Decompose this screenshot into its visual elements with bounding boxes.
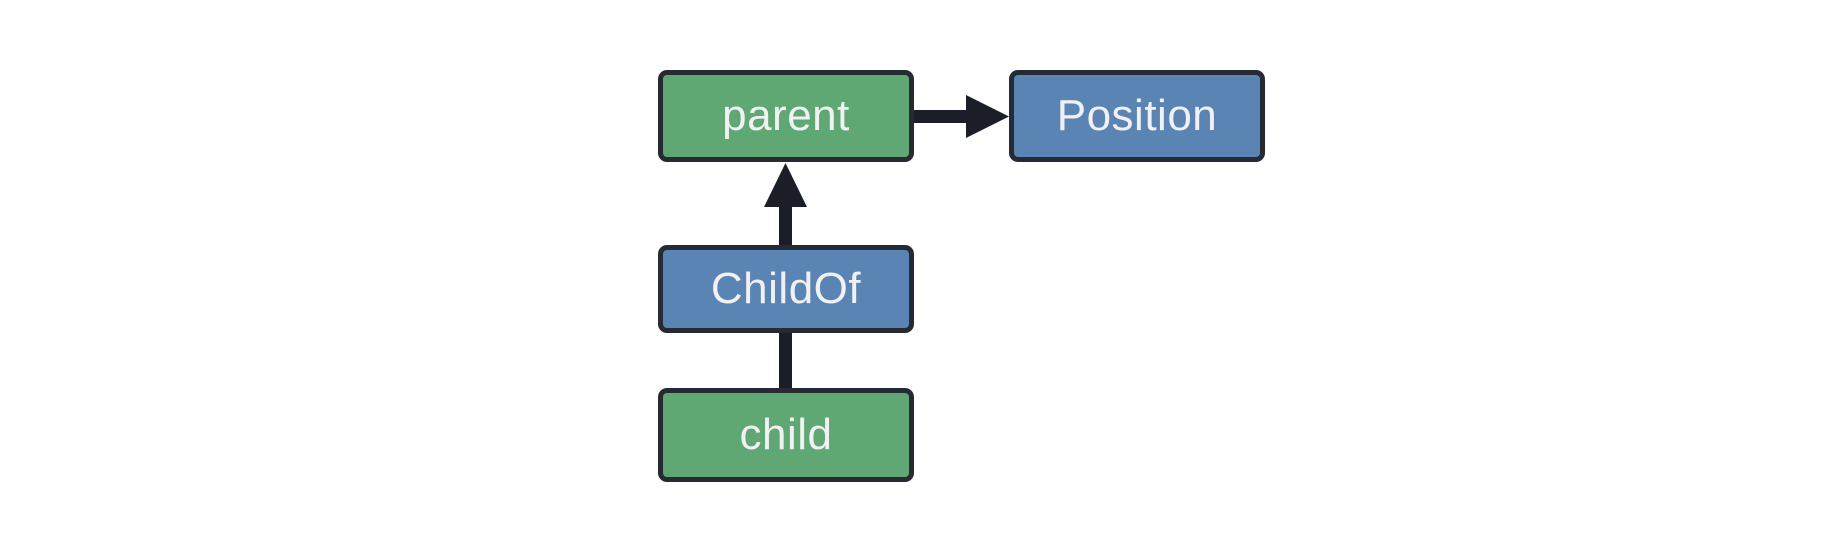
- node-position: Position: [1009, 70, 1265, 162]
- node-position-label: Position: [1056, 91, 1218, 140]
- node-child-label: child: [739, 410, 833, 459]
- node-childof: ChildOf: [658, 245, 914, 333]
- arrow-childof-to-parent: [764, 163, 807, 247]
- node-childof-label: ChildOf: [710, 264, 862, 313]
- node-parent-label: parent: [722, 91, 850, 140]
- connector-child-to-childof: [779, 331, 792, 390]
- node-parent: parent: [658, 70, 914, 162]
- arrow-parent-to-position: [912, 95, 1009, 138]
- node-child: child: [658, 388, 914, 482]
